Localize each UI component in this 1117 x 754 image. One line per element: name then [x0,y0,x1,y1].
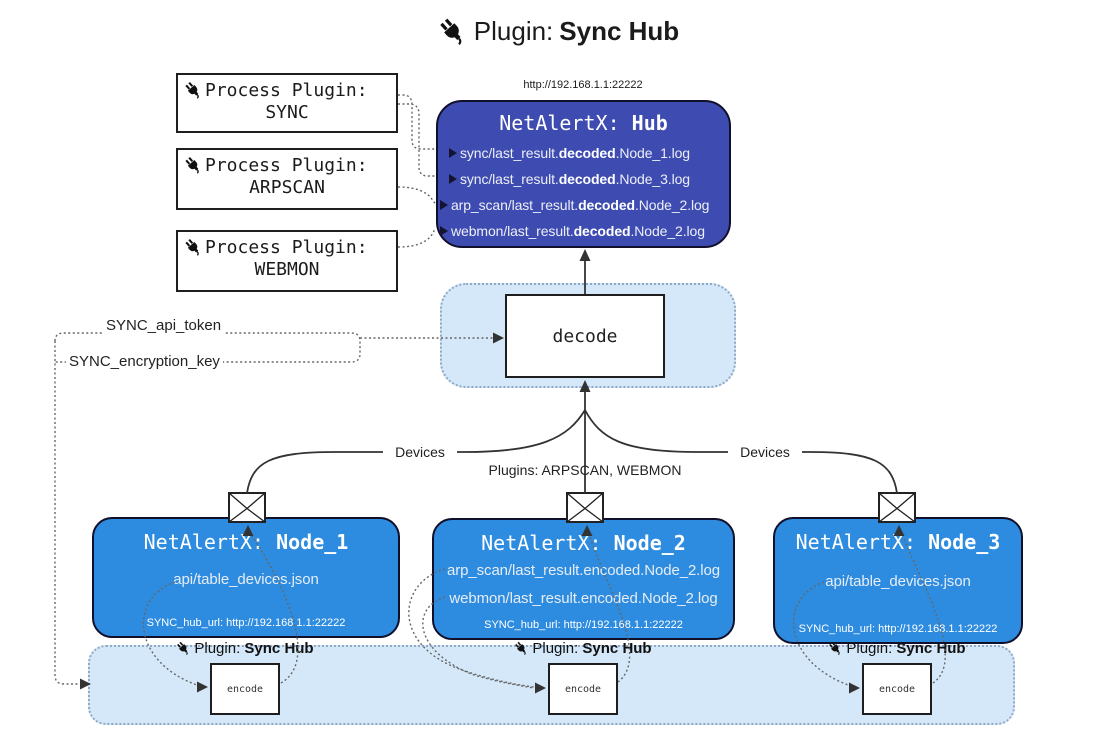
hub-log-line: sync/last_result.decoded.Node_1.log [438,140,729,166]
hub-box: NetAlertX: Hub sync/last_result.decoded.… [436,100,731,248]
node3-title: NetAlertX: Node_3 [795,530,1001,554]
hub-title: NetAlertX: Hub [499,111,668,135]
encode-box-node2: encode [548,663,618,715]
node2-file-webmon: webmon/last_result.encoded.Node_2.log [449,590,718,607]
sync-api-token-label: SYNC_api_token [103,317,225,334]
plug-icon [185,239,199,256]
node1-hub-url: SYNC_hub_url: http://192.168.1.1:22222 [146,617,346,629]
node1-title: NetAlertX: Node_1 [143,530,349,554]
node3-box: NetAlertX: Node_3 api/table_devices.json… [773,517,1023,644]
node2-box: NetAlertX: Node_2 arp_scan/last_result.e… [432,518,735,640]
plug-icon [177,641,189,656]
hub-log-line: webmon/last_result.decoded.Node_2.log [438,218,729,244]
node1-file: api/table_devices.json [173,571,319,588]
page-title-bold: Sync Hub [559,16,680,46]
arrow-right-icon [449,148,457,158]
arrow-right-icon [449,174,457,184]
envelope-icon [566,492,604,523]
edge-sync-to-hub-line2 [398,103,436,177]
envelope-icon [878,492,916,523]
page-title-pre: Plugin: [473,16,554,46]
process-plugin-name-sync: SYNC [265,102,309,123]
node3-file: api/table_devices.json [825,573,971,590]
hub-log-line: sync/last_result.decoded.Node_3.log [438,166,729,192]
edge-arpscan-to-hub-line3 [397,186,437,205]
edge-label-devices-left: Devices [383,444,457,460]
process-plugin-label: Process Plugin: [205,80,368,101]
plug-icon [829,641,841,656]
envelope-icon [228,492,266,523]
plug-icon [185,82,199,99]
process-plugin-name-arpscan: ARPSCAN [249,177,325,198]
edge-webmon-to-hub-line4 [397,227,436,248]
process-plugin-box-arpscan: Process Plugin: ARPSCAN [176,148,398,210]
plug-icon [185,157,199,174]
arrow-right-icon [440,200,448,210]
node2-hub-url: SYNC_hub_url: http://192.168.1.1:22222 [484,619,683,631]
node1-box: NetAlertX: Node_1 api/table_devices.json… [92,517,400,638]
edge-sync-to-hub-line1 [398,94,436,150]
sync-encryption-key-label: SYNC_encryption_key [66,353,223,370]
node3-hub-url: SYNC_hub_url: http://192.168.1.1:22222 [798,623,998,635]
hub-log-line: arp_scan/last_result.decoded.Node_2.log [438,192,729,218]
encode-box-node1: encode [210,663,280,715]
arrowhead [579,249,591,261]
process-plugin-name-webmon: WEBMON [254,259,320,280]
encode-box-node3: encode [862,663,932,715]
node2-title: NetAlertX: Node_2 [481,531,686,555]
process-plugin-box-sync: Process Plugin: SYNC [176,73,398,133]
decode-box: decode [505,294,665,378]
plug-icon [440,18,462,45]
node2-file-arpscan: arp_scan/last_result.encoded.Node_2.log [447,562,720,579]
arrow-right-icon [440,226,448,236]
sync-hub-plugin-label: Plugin: Sync Hub [797,640,997,657]
process-plugin-label: Process Plugin: [205,155,368,176]
edge-secrets-to-encoders [54,341,79,685]
edge-label-plugins: Plugins: ARPSCAN, WEBMON [488,462,682,478]
process-plugin-box-webmon: Process Plugin: WEBMON [176,230,398,292]
process-plugin-label: Process Plugin: [205,237,368,258]
sync-hub-plugin-label: Plugin: Sync Hub [483,640,683,657]
hub-url-label: http://192.168.1.1:22222 [523,79,643,91]
page-title: Plugin: Sync Hub [0,16,1117,47]
edge-label-devices-right: Devices [728,444,802,460]
sync-hub-plugin-label: Plugin: Sync Hub [145,640,345,657]
plug-icon [515,641,527,656]
